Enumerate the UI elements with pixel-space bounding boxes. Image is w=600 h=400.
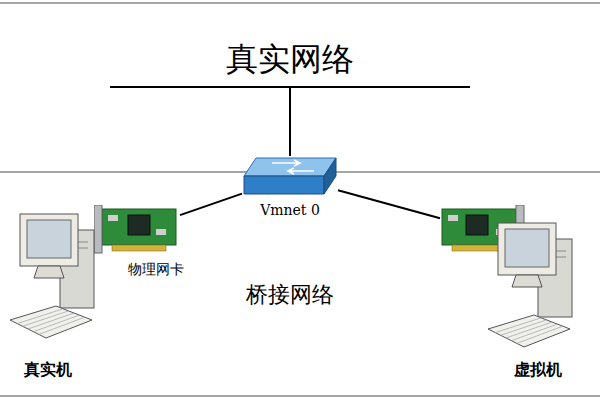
network-cable [290,88,291,156]
network-node: Vmnet 0 [242,156,342,224]
pc-holder [486,217,596,352]
network-node: 真实机 [8,208,118,394]
node-label: Vmnet 0 [260,202,320,218]
network-cable [180,194,242,215]
network-cable [338,190,440,218]
computer-icon [486,217,596,352]
node-label: 真实机 [24,360,72,381]
network-node: 虚拟机 [440,203,598,394]
node-label: 物理网卡 [128,261,184,279]
switch-icon [242,156,338,198]
nic-icon [94,205,180,255]
network-node: 物理网卡 [94,203,214,285]
frame-line [0,2,600,4]
frame-line [0,395,600,397]
computer-icon [8,208,118,343]
node-label: 真实网络 [226,38,354,82]
region-label: 桥接网络 [246,280,334,310]
node-label: 虚拟机 [514,360,562,381]
network-node: 真实网络 [110,28,470,88]
